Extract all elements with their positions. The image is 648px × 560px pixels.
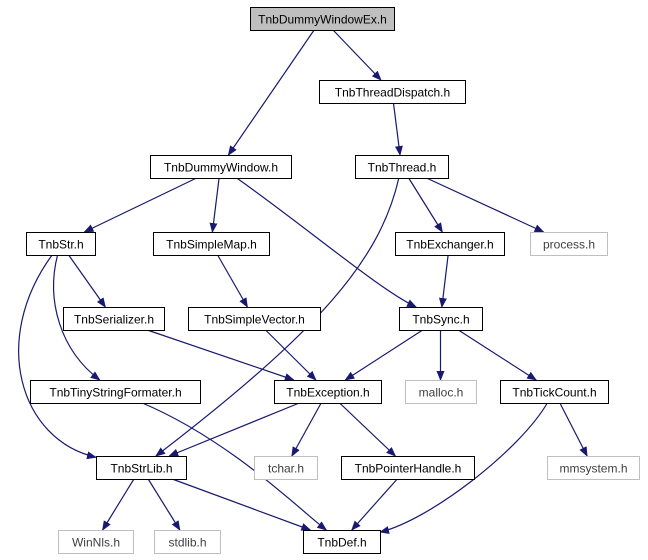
node-label: TnbExchanger.h — [406, 238, 493, 252]
node-tnbdef-h[interactable]: TnbDef.h — [303, 530, 381, 554]
node-box — [58, 530, 134, 554]
edge-tnbdummywindow-h-to-tnbsync-h — [236, 177, 417, 308]
node-tnbdummywindowex-h[interactable]: TnbDummyWindowEx.h — [250, 7, 395, 31]
edge-tnbtickcount-h-to-mmsystem-h — [559, 402, 588, 457]
node-label: TnbPointerHandle.h — [355, 462, 462, 476]
edge-tnbsimplemap-h-to-tnbsimplevector-h — [217, 254, 248, 308]
node-label: TnbTickCount.h — [512, 386, 596, 400]
edges-layer — [18, 29, 588, 534]
node-label: TnbTinyStringFormater.h — [49, 386, 181, 400]
node-tnbexchanger-h[interactable]: TnbExchanger.h — [395, 232, 505, 256]
nodes-layer: TnbDummyWindowEx.hTnbThreadDispatch.hTnb… — [26, 7, 640, 554]
edge-tnbexception-h-to-tnbpointerhandle-h — [339, 402, 397, 457]
node-label: TnbThreadDispatch.h — [335, 86, 450, 100]
node-box — [303, 530, 381, 554]
node-box — [254, 456, 318, 480]
edge-tnbthreaddispatch-h-to-tnbthread-h — [392, 102, 403, 156]
edge-tnbthread-h-to-tnbstrlib-h — [155, 177, 400, 457]
node-mmsystem-h: mmsystem.h — [547, 456, 640, 480]
node-box — [250, 7, 395, 31]
node-label: mmsystem.h — [559, 462, 627, 476]
edge-tnbexception-h-to-tchar-h — [291, 402, 322, 457]
edge-tnbdummywindowex-h-to-tnbthreaddispatch-h — [332, 29, 382, 81]
node-tnbserializer-h[interactable]: TnbSerializer.h — [63, 307, 165, 331]
node-label: TnbStr.h — [38, 238, 83, 252]
node-box — [150, 155, 292, 179]
node-box — [547, 456, 640, 480]
edge-tnbexception-h-to-tnbstrlib-h — [168, 402, 300, 457]
edge-tnbstr-h-to-tnbstrlib-h — [18, 254, 97, 460]
node-tnbpointerhandle-h[interactable]: TnbPointerHandle.h — [341, 456, 475, 480]
edge-tnbserializer-h-to-tnbexception-h — [147, 329, 295, 381]
edge-tnbpointerhandle-h-to-tnbdef-h — [351, 478, 398, 531]
edge-tnbstr-h-to-tnbserializer-h — [68, 254, 106, 308]
node-box — [355, 155, 449, 179]
node-label: TnbSerializer.h — [74, 313, 154, 327]
node-tnbstrlib-h[interactable]: TnbStrLib.h — [96, 456, 187, 480]
node-label: TnbException.h — [286, 386, 369, 400]
edge-tnbstrlib-h-to-tnbdef-h — [171, 478, 312, 531]
node-tchar-h: tchar.h — [254, 456, 318, 480]
node-label: WinNls.h — [72, 536, 120, 550]
node-label: TnbThread.h — [368, 161, 437, 175]
node-box — [319, 80, 466, 104]
node-label: stdlib.h — [168, 536, 206, 550]
node-tnbsync-h[interactable]: TnbSync.h — [399, 307, 483, 331]
edge-tnbstrlib-h-to-winnls-h — [102, 478, 135, 531]
node-label: TnbSimpleVector.h — [204, 313, 305, 327]
node-tnbsimplevector-h[interactable]: TnbSimpleVector.h — [188, 307, 321, 331]
node-tnbstr-h[interactable]: TnbStr.h — [26, 232, 96, 256]
node-label: malloc.h — [419, 386, 464, 400]
node-tnbsimplemap-h[interactable]: TnbSimpleMap.h — [153, 232, 270, 256]
node-label: tchar.h — [268, 462, 304, 476]
node-label: TnbDef.h — [317, 536, 366, 550]
node-label: process.h — [543, 238, 595, 252]
node-box — [405, 380, 477, 404]
node-box — [153, 232, 270, 256]
node-tnbdummywindow-h[interactable]: TnbDummyWindow.h — [150, 155, 292, 179]
node-box — [63, 307, 165, 331]
node-box — [96, 456, 187, 480]
node-box — [500, 380, 609, 404]
node-box — [399, 307, 483, 331]
edge-tnbdummywindow-h-to-tnbstr-h — [83, 177, 197, 233]
node-box — [188, 307, 321, 331]
node-winnls-h: WinNls.h — [58, 530, 134, 554]
node-tnbthread-h[interactable]: TnbThread.h — [355, 155, 449, 179]
edge-tnbthread-h-to-process-h — [426, 177, 545, 233]
node-box — [26, 232, 96, 256]
edge-tnbsimplevector-h-to-tnbexception-h — [265, 329, 317, 381]
edge-tnbthread-h-to-tnbexchanger-h — [408, 177, 443, 233]
node-tnbthreaddispatch-h[interactable]: TnbThreadDispatch.h — [319, 80, 466, 104]
edge-tnbdummywindowex-h-to-tnbdummywindow-h — [227, 29, 315, 156]
edge-tnbsync-h-to-tnbexception-h — [344, 329, 424, 381]
node-box — [274, 380, 382, 404]
node-label: TnbSync.h — [412, 313, 469, 327]
node-process-h: process.h — [530, 232, 608, 256]
node-tnbtickcount-h[interactable]: TnbTickCount.h — [500, 380, 609, 404]
node-tnbtinystringformater-h[interactable]: TnbTinyStringFormater.h — [30, 380, 201, 404]
node-box — [395, 232, 505, 256]
node-malloc-h: malloc.h — [405, 380, 477, 404]
edge-tnbdummywindow-h-to-tnbsimplemap-h — [209, 177, 220, 233]
node-label: TnbDummyWindowEx.h — [258, 13, 387, 27]
node-tnbexception-h[interactable]: TnbException.h — [274, 380, 382, 404]
edge-tnbtickcount-h-to-tnbdef-h — [379, 402, 548, 534]
edge-tnbstr-h-to-tnbtinystringformater-h — [53, 254, 101, 381]
node-label: TnbDummyWindow.h — [164, 161, 278, 175]
node-label: TnbSimpleMap.h — [166, 238, 257, 252]
edge-tnbstrlib-h-to-stdlib-h — [147, 478, 181, 531]
edge-tnbexchanger-h-to-tnbsync-h — [438, 254, 449, 308]
node-stdlib-h: stdlib.h — [154, 530, 221, 554]
node-label: TnbStrLib.h — [110, 462, 172, 476]
node-box — [341, 456, 475, 480]
node-box — [154, 530, 221, 554]
node-box — [30, 380, 201, 404]
node-box — [530, 232, 608, 256]
edge-tnbsync-h-to-tnbtickcount-h — [458, 329, 537, 381]
